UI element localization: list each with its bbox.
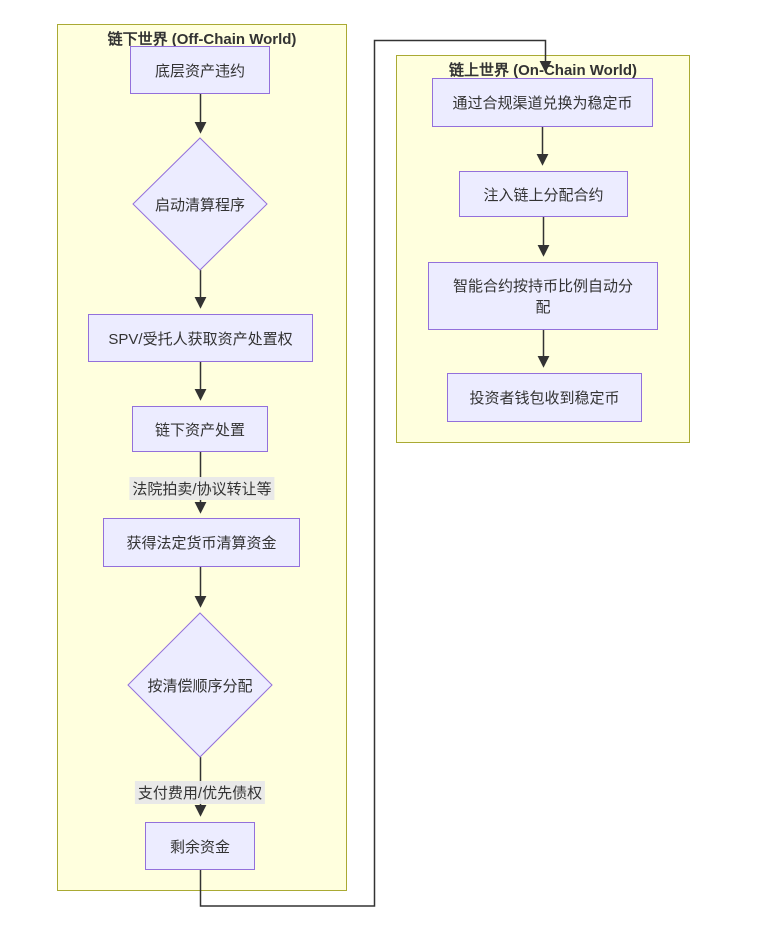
- diamond-label-distribution-order: 按清偿顺序分配: [147, 677, 253, 695]
- diamond-label-start-liquidation: 启动清算程序: [154, 196, 245, 214]
- node-smart-contract-distribution: 智能合约按持币比例自动分配: [428, 262, 658, 330]
- node-default-trigger: 底层资产违约: [130, 46, 270, 94]
- edge-label-disposal-method: 法院拍卖/协议转让等: [129, 477, 275, 500]
- node-convert-stablecoin: 通过合规渠道兑换为稳定币: [432, 78, 653, 127]
- node-investor-wallet: 投资者钱包收到稳定币: [447, 373, 642, 422]
- node-fiat-funds: 获得法定货币清算资金: [103, 518, 300, 567]
- node-remaining-funds: 剩余资金: [145, 822, 255, 870]
- edge-label-priority-payment: 支付费用/优先债权: [134, 781, 266, 804]
- cluster-onchain-title: 链上世界 (On-Chain World): [448, 62, 638, 79]
- node-smart-contract-distribution-label: 智能合约按持币比例自动分配: [452, 278, 633, 316]
- node-offchain-disposal: 链下资产处置: [132, 406, 268, 452]
- node-spv-rights: SPV/受托人获取资产处置权: [88, 314, 313, 362]
- node-inject-contract: 注入链上分配合约: [459, 171, 628, 217]
